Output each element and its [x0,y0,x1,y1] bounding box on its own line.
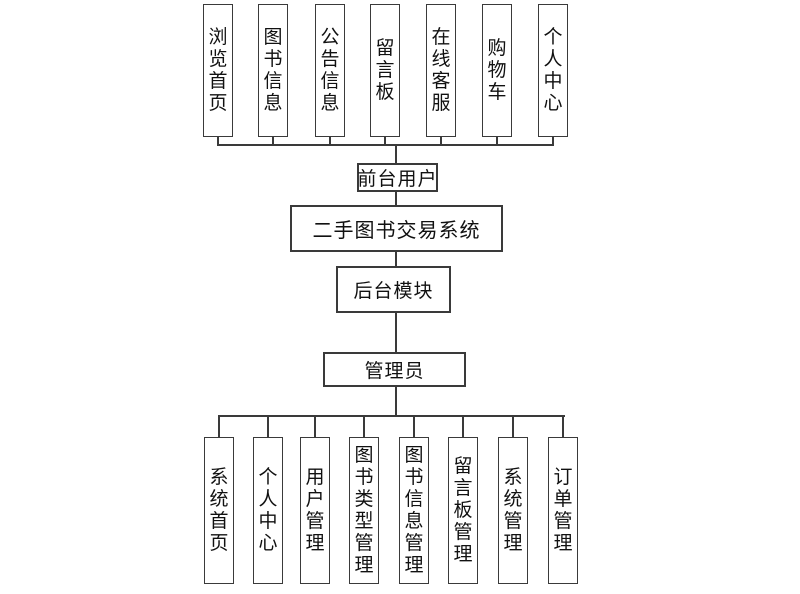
node-message-board-management: 留言板管理 [448,437,478,584]
connector-system-to-backend [395,252,397,266]
connector-bottom-stub-4 [363,417,365,437]
connector-front-user-to-system [395,192,397,205]
connector-bottom-stub-6 [462,417,464,437]
connector-top-stub-5 [440,137,442,146]
node-announcement-info: 公告信息 [315,4,345,137]
node-system-homepage: 系统首页 [204,437,234,584]
node-shopping-cart: 购物车 [482,4,512,137]
node-system-management: 系统管理 [498,437,528,584]
node-book-info: 图书信息 [258,4,288,137]
node-message-board: 留言板 [370,4,400,137]
connector-top-stub-3 [329,137,331,146]
connector-bus-to-front-user [395,146,397,163]
connector-bottom-stub-1 [218,417,220,437]
connector-top-stub-6 [496,137,498,146]
connector-bottom-bus [218,415,565,417]
node-admin-personal-center: 个人中心 [253,437,283,584]
connector-bottom-stub-3 [314,417,316,437]
connector-backend-to-admin [395,313,397,352]
node-browse-homepage: 浏览首页 [203,4,233,137]
connector-top-stub-2 [272,137,274,146]
node-book-type-management: 图书类型管理 [349,437,379,584]
node-order-management: 订单管理 [548,437,578,584]
connector-top-stub-4 [384,137,386,146]
node-admin: 管理员 [323,352,466,387]
node-online-service: 在线客服 [426,4,456,137]
node-user-management: 用户管理 [300,437,330,584]
connector-top-stub-7 [552,137,554,146]
node-front-user: 前台用户 [357,163,438,192]
node-personal-center: 个人中心 [538,4,568,137]
node-system-root: 二手图书交易系统 [290,205,503,252]
connector-bottom-stub-5 [413,417,415,437]
connector-bottom-stub-8 [562,417,564,437]
node-backend-module: 后台模块 [336,266,451,313]
node-book-info-management: 图书信息管理 [399,437,429,584]
connector-bottom-stub-7 [512,417,514,437]
connector-bottom-stub-2 [267,417,269,437]
connector-top-bus [217,144,554,146]
connector-top-stub-1 [217,137,219,146]
connector-admin-to-bus [395,387,397,415]
